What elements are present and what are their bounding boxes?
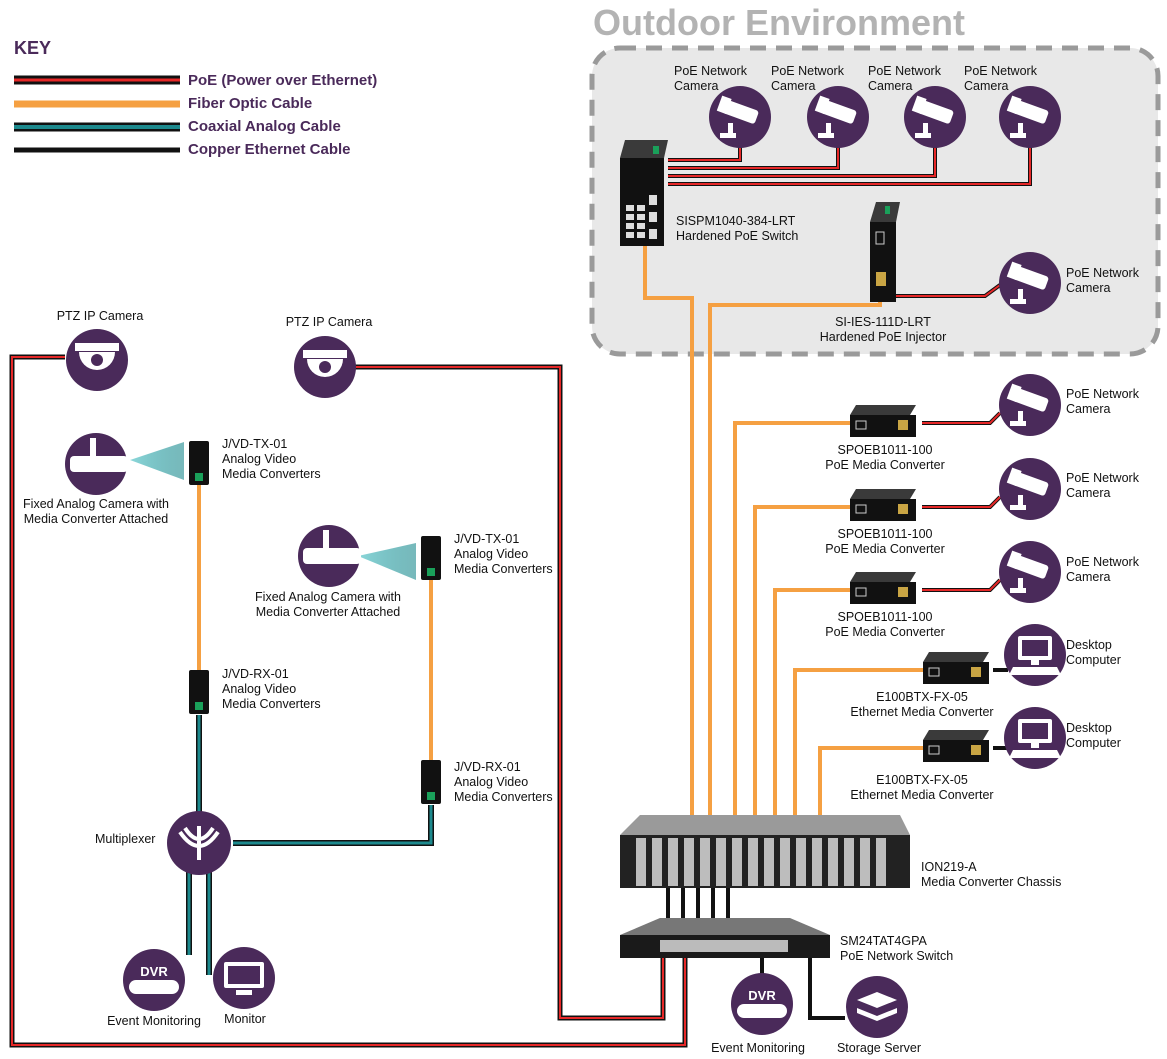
e100-converter-2 [922,729,990,763]
key-label-poe: PoE (Power over Ethernet) [188,72,378,89]
fixed-camera-label-2: Fixed Analog Camera with Media Converter… [255,590,401,619]
device-label-3: PoE Network Camera [1066,555,1139,584]
fixed-camera-label-1: Fixed Analog Camera with Media Converter… [23,497,169,526]
poe-network-switch [620,918,830,958]
key-label-coax: Coaxial Analog Cable [188,118,341,135]
ptz-camera-1 [66,329,128,391]
device-label-1: PoE Network Camera [1066,387,1139,416]
ptz-camera-2 [294,336,356,398]
outdoor-camera-label-3: PoE Network Camera [868,64,941,93]
rx-label-2: J/VD-RX-01 Analog Video Media Converters [454,760,553,804]
desktop-computer-2 [1004,707,1066,769]
vd-rx-1 [189,670,209,714]
converter-camera-3 [999,541,1061,603]
right-dvr-label: Event Monitoring [711,1041,805,1055]
key-label-copper: Copper Ethernet Cable [188,141,351,158]
left-dvr-label: Event Monitoring [107,1014,201,1028]
multiplexer [167,811,231,875]
fixed-analog-camera-1 [65,433,184,495]
key-label-fiber: Fiber Optic Cable [188,95,313,112]
rx-label-1: J/VD-RX-01 Analog Video Media Converters [222,667,321,711]
spoeb-converter-1 [849,404,917,438]
switch-desc-label: Hardened PoE Switch [676,229,799,243]
ptz-camera-label-2: PTZ IP Camera [285,315,373,329]
injector-camera [999,252,1061,314]
device-label-2: PoE Network Camera [1066,471,1139,500]
coax-cables [186,715,434,975]
tx-label-1: J/VD-TX-01 Analog Video Media Converters [222,437,321,481]
desktop-computer-1 [1004,624,1066,686]
converter-label-2: SPOEB1011-100 PoE Media Converter [825,527,945,556]
outdoor-camera-2 [807,86,869,148]
hardened-poe-switch [620,140,668,246]
injector-camera-label: PoE Network Camera [1066,266,1139,295]
tx-label-2: J/VD-TX-01 Analog Video Media Converters [454,532,553,576]
converter-camera-1 [999,374,1061,436]
chassis-label: ION219-A Media Converter Chassis [921,860,1062,889]
converter-label-3: SPOEB1011-100 PoE Media Converter [825,610,945,639]
key-lines [14,75,180,153]
switch-model-label: SISPM1040-384-LRT [676,214,796,228]
poe-switch-label: SM24TAT4GPA PoE Network Switch [840,934,954,963]
device-label-5: Desktop Computer [1066,721,1121,750]
vd-tx-1 [189,441,209,485]
fixed-analog-camera-2 [298,525,416,587]
converter-label-1: SPOEB1011-100 PoE Media Converter [825,443,945,472]
left-dvr-icon-label: DVR [140,964,168,979]
converter-label-5: E100BTX-FX-05 Ethernet Media Converter [850,773,994,802]
device-label-4: Desktop Computer [1066,638,1121,667]
outdoor-poe-cables [668,142,1032,298]
outdoor-title: Outdoor Environment [593,2,965,43]
right-dvr-icon-label: DVR [748,988,776,1003]
outdoor-camera-label-1: PoE Network Camera [674,64,747,93]
injector-desc-label: Hardened PoE Injector [819,330,947,344]
converter-label-4: E100BTX-FX-05 Ethernet Media Converter [850,690,994,719]
injector-model-label: SI-IES-111D-LRT [835,315,931,329]
outdoor-camera-4 [999,86,1061,148]
monitor [213,947,275,1009]
media-converter-chassis [620,815,910,888]
converter-camera-2 [999,458,1061,520]
outdoor-camera-label-4: PoE Network Camera [964,64,1037,93]
vd-tx-2 [421,536,441,580]
converter-poe-cables [922,411,1008,750]
fiber-cables [197,245,925,820]
storage-server [846,976,908,1038]
ptz-camera-label-1: PTZ IP Camera [56,309,144,323]
multiplexer-label: Multiplexer [95,832,156,846]
monitor-label: Monitor [224,1012,266,1026]
left-dvr [123,949,185,1011]
outdoor-camera-label-2: PoE Network Camera [771,64,844,93]
right-dvr [731,973,793,1035]
vd-rx-2 [421,760,441,804]
e100-converter-1 [922,651,990,685]
hardened-poe-injector [870,202,900,302]
outdoor-camera-1 [709,86,771,148]
spoeb-converter-2 [849,488,917,522]
spoeb-converter-3 [849,571,917,605]
ptz-poe-cables [9,354,688,1048]
key-title: KEY [14,38,52,58]
outdoor-camera-3 [904,86,966,148]
storage-server-label: Storage Server [836,1041,922,1055]
